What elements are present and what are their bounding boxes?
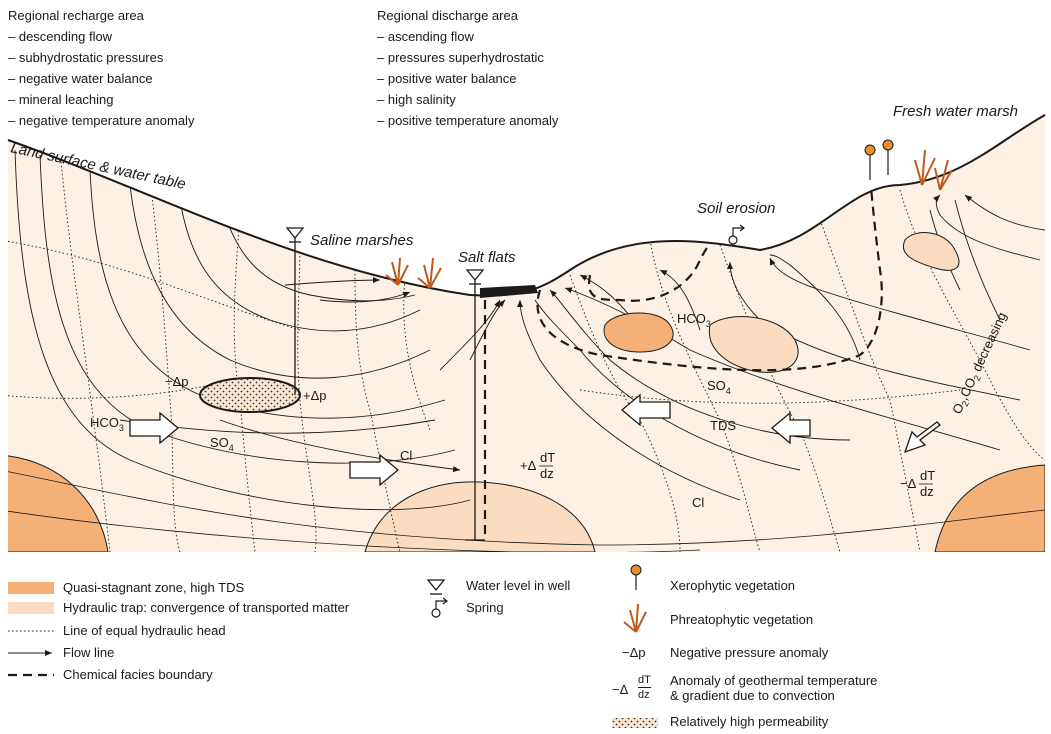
legend-trap-label: Hydraulic trap: convergence of transport…	[63, 600, 349, 615]
legend-anomaly-label: Anomaly of geothermal temperature & grad…	[670, 673, 877, 703]
xerophytic-vegetation-icon	[865, 140, 893, 180]
legend-spring-icon	[432, 598, 447, 617]
salt-flats-label: Salt flats	[458, 249, 516, 266]
legend-quasi-label: Quasi-stagnant zone, high TDS	[63, 580, 244, 595]
legend-flow-line-label: Flow line	[63, 645, 114, 660]
legend-permeability-label: Relatively high permeability	[670, 714, 828, 729]
legend-phreatophytic-icon	[624, 604, 646, 632]
legend-neg-pressure-label: Negative pressure anomaly	[670, 645, 828, 660]
legend-equal-head-label: Line of equal hydraulic head	[63, 623, 226, 638]
legend-facies-label: Chemical facies boundary	[63, 667, 213, 682]
svg-text:dz: dz	[920, 484, 934, 499]
legend-water-level-icon	[428, 580, 444, 594]
saline-marshes-label: Saline marshes	[310, 232, 414, 249]
svg-text:dT: dT	[540, 450, 555, 465]
legend-water-level-label: Water level in well	[466, 578, 570, 593]
quasi-stagnant-zone-middle	[604, 313, 673, 352]
pos-dp-label: +Δp	[303, 388, 327, 403]
legend-quasi-swatch	[8, 582, 54, 594]
legend-gradient-symbol: −Δ dT dz	[612, 674, 666, 708]
spring-icon	[729, 225, 744, 244]
soil-erosion-label: Soil erosion	[697, 200, 775, 217]
svg-text:dT: dT	[920, 468, 935, 483]
legend-neg-dp-symbol: −Δp	[622, 645, 646, 660]
legend-trap-swatch	[8, 602, 54, 614]
legend-xerophytic-label: Xerophytic vegetation	[670, 578, 795, 593]
svg-text:−Δ: −Δ	[900, 476, 917, 491]
cl-right-label: Cl	[692, 495, 704, 510]
tds-label: TDS	[710, 418, 736, 433]
cl-left-label: Cl	[400, 448, 412, 463]
svg-text:+Δ: +Δ	[520, 458, 537, 473]
legend-xerophytic-icon	[631, 565, 641, 590]
permeable-lens	[200, 378, 300, 412]
legend-phreatophytic-label: Phreatophytic vegetation	[670, 612, 813, 627]
neg-dp-label: −Δp	[165, 374, 189, 389]
legend-permeability-swatch	[612, 718, 658, 728]
legend-spring-label: Spring	[466, 600, 504, 615]
svg-text:dz: dz	[540, 466, 554, 481]
fresh-water-marsh-label: Fresh water marsh	[893, 103, 1018, 120]
